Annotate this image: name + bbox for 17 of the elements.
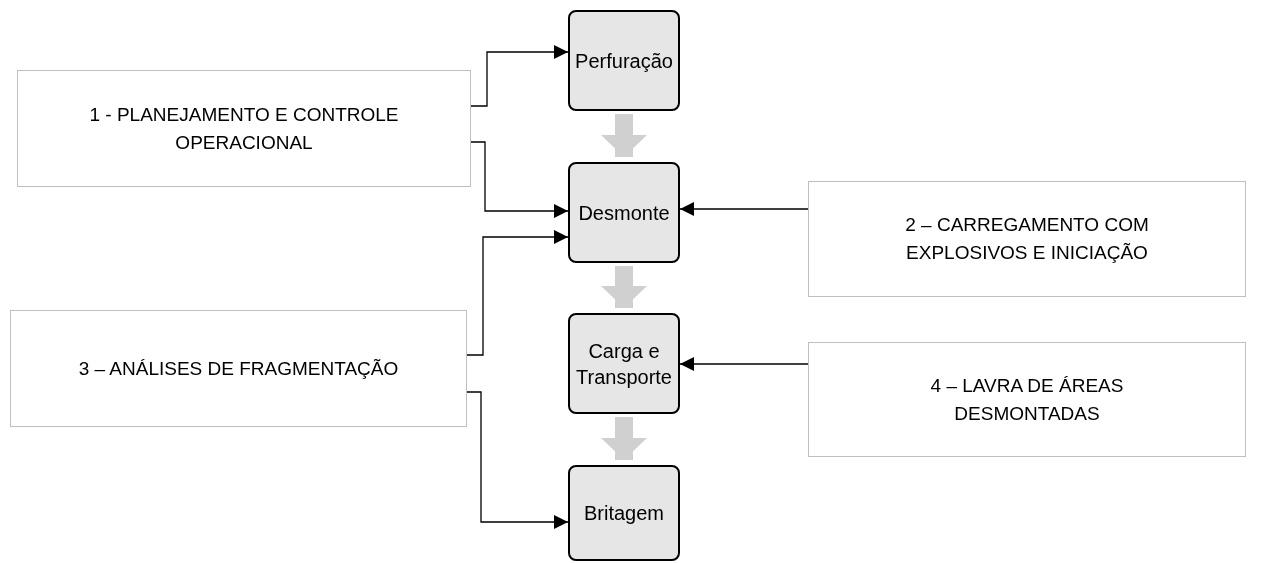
process-box: Britagem xyxy=(568,465,680,561)
activity-box: 2 – CARREGAMENTO COM EXPLOSIVOS E INICIAÇÃO xyxy=(808,181,1246,297)
activity-box: 4 – LAVRA DE ÁREAS DESMONTADAS xyxy=(808,342,1246,457)
arrow xyxy=(470,45,569,107)
block-arrow xyxy=(601,417,647,460)
arrow xyxy=(679,202,809,216)
process-box: Perfuração xyxy=(568,10,680,111)
block-arrow xyxy=(601,114,647,157)
activity-box: 3 – ANÁLISES DE FRAGMENTAÇÃO xyxy=(10,310,467,427)
arrow xyxy=(470,141,569,218)
process-box: Desmonte xyxy=(568,162,680,263)
arrow xyxy=(466,230,569,356)
arrow xyxy=(679,357,809,371)
process-box: Carga e Transporte xyxy=(568,313,680,414)
arrow xyxy=(466,391,569,529)
activity-box: 1 - PLANEJAMENTO E CONTROLE OPERACIONAL xyxy=(17,70,471,187)
block-arrow xyxy=(601,266,647,308)
